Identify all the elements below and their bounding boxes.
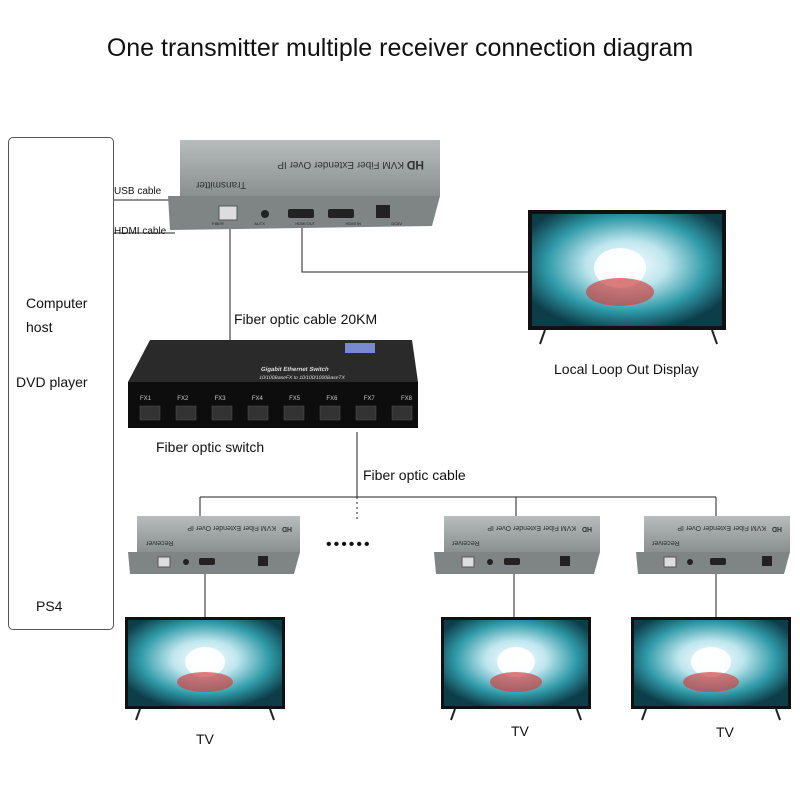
source-devices-panel bbox=[8, 137, 114, 630]
port-autx-label: AUTX bbox=[254, 221, 265, 226]
computer-host-label: Computer host bbox=[26, 295, 88, 335]
receiver-2-device-shape bbox=[434, 516, 600, 574]
usb-cable-label: USB cable bbox=[114, 186, 162, 197]
switch-title-text: Gigabit Ethernet Switch bbox=[260, 367, 330, 373]
receiver-1-label-panel: HD KVM Fiber Extender Over IP Receiver bbox=[140, 518, 298, 548]
fiber-cable-label: Fiber optic cable bbox=[363, 467, 466, 483]
page-title: One transmitter multiple receiver connec… bbox=[106, 34, 694, 62]
port-hdmi-in-label: HDMI IN bbox=[345, 221, 361, 226]
switch-port-fx2: FX2 bbox=[177, 396, 189, 402]
receiver-1-role-text: Receiver bbox=[146, 539, 174, 546]
switch-port-fx1: FX1 bbox=[140, 396, 152, 402]
tv-1-screen bbox=[125, 617, 285, 721]
dvd-player-label: DVD player bbox=[16, 374, 88, 390]
transmitter-port-labels: FIBER AUTX HDMI OUT HDMI IN DC5V bbox=[212, 221, 402, 226]
receiver-2-role-text: Receiver bbox=[452, 539, 480, 546]
switch-port-fx4: FX4 bbox=[251, 396, 263, 402]
receiver-3-device-shape bbox=[636, 516, 790, 574]
tv-3-label: TV bbox=[716, 724, 734, 740]
port-dc5v-label: DC5V bbox=[391, 221, 402, 226]
tv-3-screen bbox=[631, 617, 791, 721]
local-display-label: Local Loop Out Display bbox=[554, 361, 699, 377]
transmitter-model-text: KVM Fiber Extender Over IP bbox=[277, 159, 404, 170]
cable-lines bbox=[112, 199, 717, 617]
switch-port-labels: FX1 FX2 FX3 FX4 FX5 FX6 FX7 FX8 bbox=[140, 396, 412, 402]
receiver-3-brand: HD bbox=[771, 525, 782, 532]
transmitter-brand: HD bbox=[406, 158, 424, 172]
fiber-switch-label: Fiber optic switch bbox=[156, 439, 265, 455]
receiver-3-model-text: KVM Fiber Extender Over IP bbox=[677, 524, 766, 531]
ps4-label: PS4 bbox=[36, 598, 63, 614]
switch-port-fx8: FX8 bbox=[400, 396, 412, 402]
receiver-2-label-panel: HD KVM Fiber Extender Over IP Receiver bbox=[446, 518, 598, 548]
switch-port-fx7: FX7 bbox=[363, 396, 375, 402]
receiver-1-model-text: KVM Fiber Extender Over IP bbox=[187, 524, 276, 531]
switch-port-fx6: FX6 bbox=[326, 396, 338, 402]
transmitter-device-shape bbox=[168, 140, 440, 230]
transmitter-role-text: Transmitter bbox=[196, 179, 247, 190]
more-receivers-dots: •••••• bbox=[326, 536, 372, 553]
switch-port-fx5: FX5 bbox=[289, 396, 301, 402]
tv-2-label: TV bbox=[511, 723, 529, 739]
receiver-2-brand: HD bbox=[581, 525, 592, 532]
fiber-cable-20km-label: Fiber optic cable 20KM bbox=[234, 311, 378, 327]
receiver-1-brand: HD bbox=[281, 525, 292, 532]
switch-subtitle-text: 10/100BaseFX to 10/100/1000BaseTX bbox=[258, 375, 346, 381]
switch-port-fx3: FX3 bbox=[214, 396, 226, 402]
tv-1-label: TV bbox=[196, 731, 214, 747]
port-fiber-label: FIBER bbox=[212, 221, 224, 226]
hdmi-cable-label: HDMI cable bbox=[114, 226, 167, 237]
port-hdmi-out-label: HDMI OUT bbox=[295, 221, 316, 226]
local-display-screen bbox=[528, 210, 726, 345]
fiber-switch-device-shape bbox=[128, 340, 418, 428]
receiver-2-model-text: KVM Fiber Extender Over IP bbox=[487, 524, 576, 531]
receiver-1-device-shape bbox=[128, 516, 300, 574]
tv-2-screen bbox=[441, 617, 591, 721]
transmitter-label-panel: HD KVM Fiber Extender Over IP Transmitte… bbox=[190, 148, 430, 192]
receiver-3-role-text: Receiver bbox=[652, 539, 680, 546]
loop-out-cable bbox=[301, 228, 528, 273]
receiver-3-label-panel: HD KVM Fiber Extender Over IP Receiver bbox=[646, 518, 788, 548]
switch-label-panel: Gigabit Ethernet Switch 10/100BaseFX to … bbox=[258, 366, 401, 382]
